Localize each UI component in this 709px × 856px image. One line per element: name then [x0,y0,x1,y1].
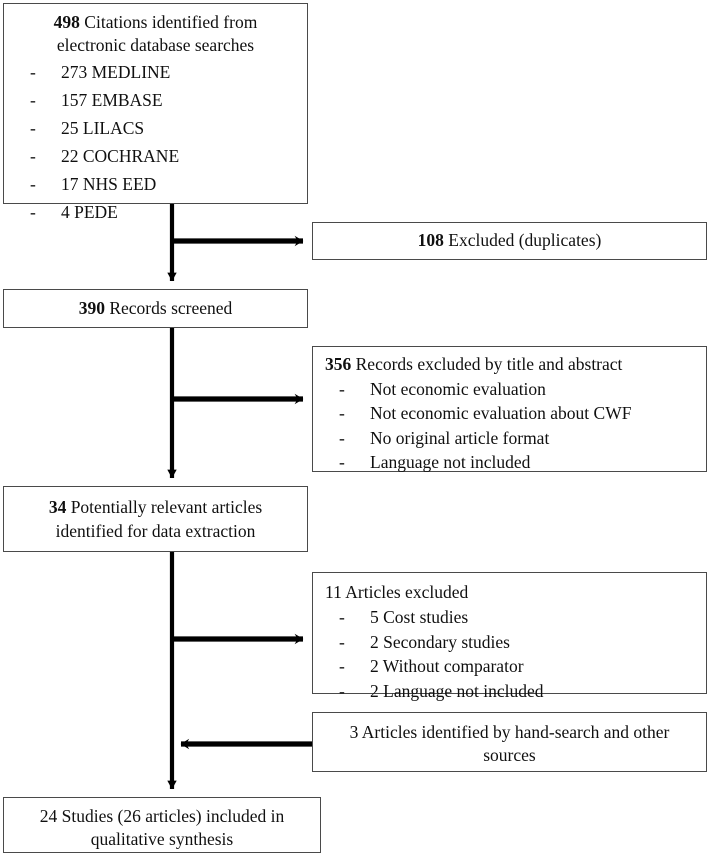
node-records-excluded-title-abstract-text: 356 Records excluded by title and abstra… [325,354,623,374]
count-390: 390 [78,297,105,318]
bullet-marker: - [339,606,345,627]
count-108: 108 [417,230,444,251]
bullet-marker: - [339,427,345,448]
bullet-marker: - [339,403,345,424]
node-studies-included: 24 Studies (26 articles) included in qua… [3,797,321,853]
bullet-marker: - [339,656,345,677]
node-records-screened-text: 390 Records screened [78,297,233,318]
node-handsearch-articles-line2: sources [483,745,536,766]
node-potentially-relevant-articles-line1: 34 Potentially relevant articles [48,497,263,517]
list-item: -2 Without comparator [313,654,706,679]
count-34: 34 [48,497,67,517]
node-potentially-relevant-articles-line2: identified for data extraction [55,520,256,541]
node-records-excluded-title-abstract: 356 Records excluded by title and abstra… [312,346,707,472]
bullet-marker: - [30,61,36,82]
bullet-marker: - [30,117,36,138]
list-item: -157 EMBASE [4,86,307,114]
list-item: -No original article format [313,426,706,451]
node-citations-identified-line2: electronic database searches [56,34,255,55]
bullet-marker: - [339,378,345,399]
count-3: 3 [349,722,359,742]
bullet-marker: - [339,631,345,652]
list-item: -273 MEDLINE [4,58,307,86]
list-item: -2 Secondary studies [313,630,706,655]
bullet-marker: - [339,681,345,702]
node-studies-included-line2: qualitative synthesis [90,829,234,850]
list-item: -17 NHS EED [4,170,307,198]
bullet-marker: - [30,89,36,110]
node-handsearch-articles: 3 Articles identified by hand-search and… [312,712,707,772]
node-excluded-duplicates-text: 108 Excluded (duplicates) [417,230,602,251]
node-citations-identified-line1: 498 Citations identified from [53,12,258,32]
article-exclusion-reason-list: -5 Cost studies -2 Secondary studies -2 … [313,605,706,704]
count-356: 356 [325,354,352,374]
bullet-marker: - [30,145,36,166]
node-excluded-duplicates: 108 Excluded (duplicates) [312,222,707,260]
count-24: 24 [39,806,58,826]
node-handsearch-articles-line1: 3 Articles identified by hand-search and… [349,722,670,742]
bullet-marker: - [339,452,345,473]
list-item: -2 Language not included [313,679,706,704]
count-498: 498 [53,12,80,32]
list-item: -25 LILACS [4,114,307,142]
list-item: -22 COCHRANE [4,142,307,170]
node-studies-included-line1: 24 Studies (26 articles) included in [39,806,285,826]
list-item: -5 Cost studies [313,605,706,630]
node-records-screened: 390 Records screened [3,289,308,328]
list-item: -Not economic evaluation about CWF [313,401,706,426]
list-item: -Language not included [313,450,706,475]
list-item: -4 PEDE [4,198,307,226]
node-potentially-relevant-articles: 34 Potentially relevant articles identif… [3,486,308,552]
node-articles-excluded: 11 Articles excluded -5 Cost studies -2 … [312,572,707,701]
count-11: 11 [325,582,342,602]
bullet-marker: - [30,201,36,222]
bullet-marker: - [30,173,36,194]
node-citations-identified: 498 Citations identified from electronic… [3,3,308,222]
database-breakdown-list: -273 MEDLINE -157 EMBASE -25 LILACS -22 … [4,58,307,226]
list-item: -Not economic evaluation [313,377,706,402]
exclusion-reason-list: -Not economic evaluation -Not economic e… [313,377,706,475]
node-articles-excluded-text: 11 Articles excluded [325,582,469,602]
